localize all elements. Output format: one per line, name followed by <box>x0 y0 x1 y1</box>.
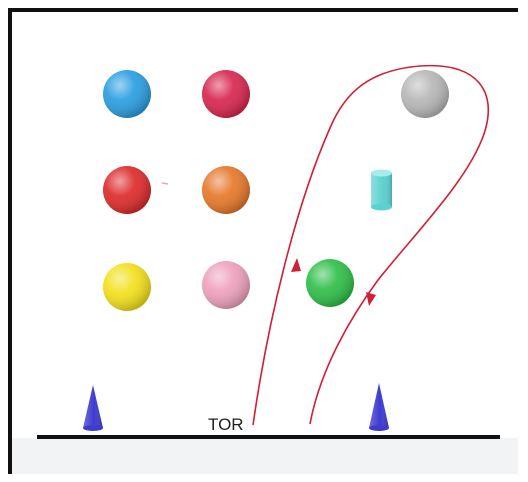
yellow-ball <box>103 263 151 311</box>
left-goal-post-cone <box>83 385 103 431</box>
trajectory-arrow-down <box>366 292 376 306</box>
orange-ball <box>202 166 250 214</box>
crimson-ball <box>202 70 250 118</box>
trajectory-arrow-up <box>291 258 301 272</box>
red-ball <box>103 166 151 214</box>
goal-label: TOR <box>208 415 244 434</box>
blue-ball <box>103 70 151 118</box>
grey-ball <box>401 70 449 118</box>
small-mark <box>162 183 168 184</box>
cyan-cylinder <box>371 170 392 211</box>
ball-group <box>103 70 449 311</box>
green-ball <box>306 259 354 307</box>
pink-ball <box>202 261 250 309</box>
ball-trajectory-path <box>253 66 488 425</box>
right-goal-post-cone <box>369 383 389 431</box>
